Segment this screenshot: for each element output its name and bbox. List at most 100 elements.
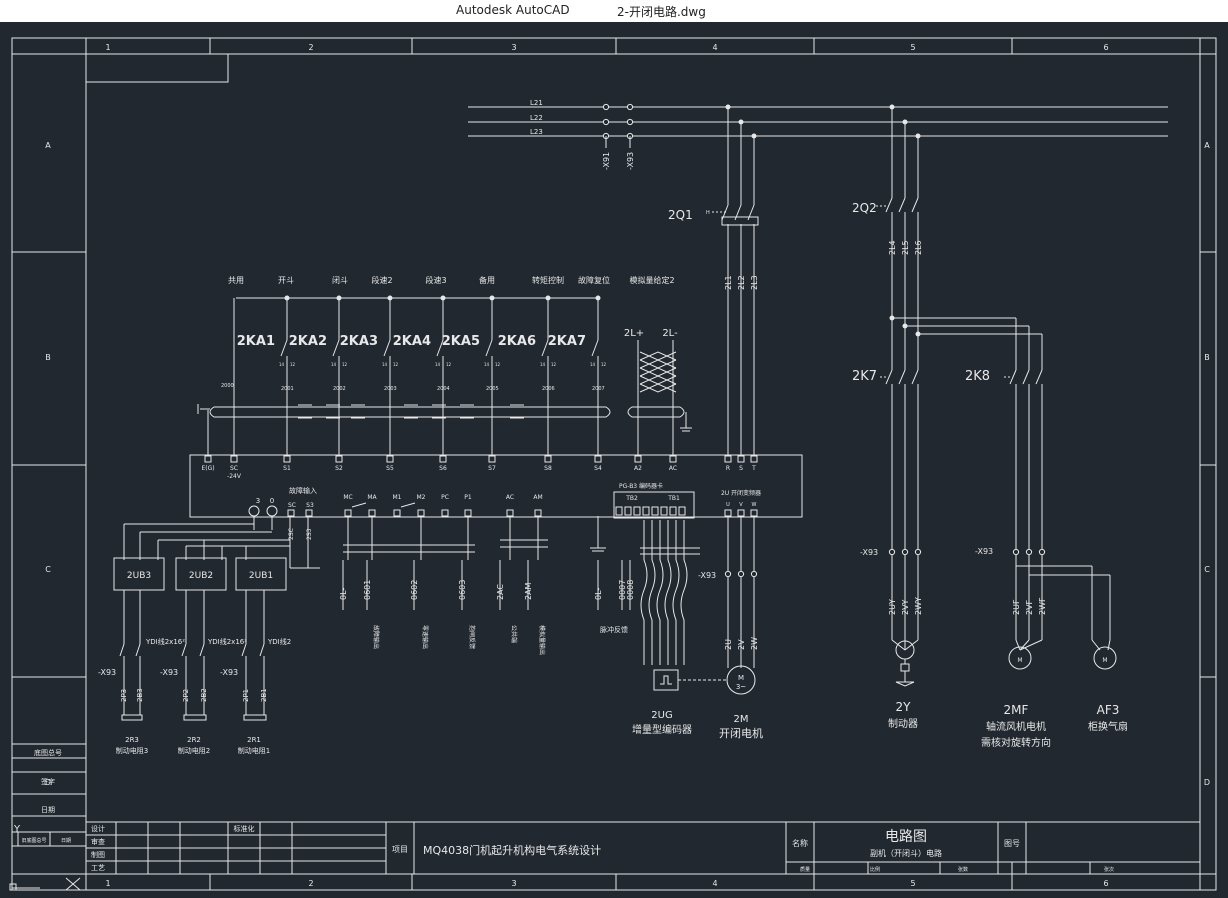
motor-2m-id: 2M: [734, 714, 749, 725]
x93-label: -X93: [975, 547, 993, 556]
inverter-terminal: [750, 455, 758, 463]
inverter-terminal-label: R: [726, 465, 730, 472]
left-info-text: 底图总号: [34, 748, 62, 757]
junction-dot: [915, 331, 921, 337]
resistor-id: 2R1: [247, 736, 261, 744]
column-number: 1: [105, 879, 110, 888]
output-wire-label: 0602: [410, 580, 419, 600]
relay-2KA2: 2KA2: [289, 334, 327, 349]
motor-wire-label: 2U: [724, 639, 733, 650]
lower-terminal-label: AM: [533, 494, 542, 501]
tb-review-label: 审查: [91, 837, 105, 846]
fan-2mf-m: M: [1017, 657, 1022, 664]
drive-label: 2U 开闭变频器: [721, 489, 761, 497]
relay-pin: 14: [382, 362, 388, 367]
pg-terminal: [660, 506, 668, 516]
inverter-terminal-label: A2: [634, 465, 642, 472]
function-label: 段速2: [371, 275, 392, 285]
fan-2mf-note: 需核对旋转方向: [981, 736, 1051, 749]
relay-2KA1: 2KA1: [237, 334, 275, 349]
shield-analog: [627, 406, 685, 418]
inverter-terminal: [204, 455, 212, 463]
analog-ground-mark: [680, 427, 692, 432]
brake-unit-box: [175, 557, 227, 591]
res-wire-label: 2P3: [120, 689, 128, 702]
lower-terminal-label: P1: [464, 494, 472, 501]
q1-contact: [734, 204, 742, 221]
relay-2KA5: 2KA5: [442, 334, 480, 349]
relay-pin: 14: [484, 362, 490, 367]
mf-converge: [1019, 639, 1043, 651]
motor-m: M: [738, 674, 744, 682]
res-wire-label: 2B2: [200, 688, 208, 702]
inverter-terminal: [335, 455, 343, 463]
tb-design-label: 设计: [91, 824, 105, 833]
fan-2mf-name: 轴流风机电机: [986, 720, 1046, 733]
column-number: 4: [712, 879, 717, 888]
relay-pin: 12: [342, 362, 348, 367]
q1-contact: [747, 204, 755, 221]
function-label: 模拟量给定2: [629, 275, 674, 285]
output-wire-label: 0L-: [594, 588, 603, 600]
s3-label: S3: [306, 502, 314, 509]
relay-wire-number: 2000: [221, 383, 234, 389]
tb-bottom-cell: 张数: [958, 866, 968, 873]
y-converge: [904, 639, 919, 651]
x93-ring: [737, 570, 745, 578]
lower-terminal: [368, 509, 376, 517]
encoder-cable: [648, 520, 656, 665]
pg-terminal: [624, 506, 632, 516]
mf-wire-label: 2VF: [1025, 599, 1034, 615]
relay-pin: 14: [279, 362, 285, 367]
contactor-2k7: 2K7: [852, 369, 877, 384]
lower-terminal: [393, 509, 401, 517]
encoder-2ug-symbol: [653, 669, 679, 691]
q1-wire-label: 2L2: [737, 275, 746, 290]
uvw-label: V: [739, 502, 743, 508]
lower-terminal: [417, 509, 425, 517]
junction-dot: [889, 315, 895, 321]
x93-ring: [914, 548, 922, 556]
analog-twist: [639, 367, 677, 377]
inverter-terminal-label: S2: [335, 465, 343, 472]
s3-wire-label: 2S3: [306, 528, 313, 540]
af3-converge: [1091, 639, 1101, 651]
bus-label: L22: [530, 114, 543, 122]
outer-border: [11, 37, 1217, 891]
inverter-terminal: [669, 455, 677, 463]
lower-terminal: [464, 509, 472, 517]
relay-pin: 12: [446, 362, 452, 367]
ucs-x-mark: [65, 877, 81, 891]
resistor-name: 制动电阻3: [116, 746, 148, 755]
analog-2lplus: 2L+: [624, 328, 644, 339]
left-info-text: 日期: [61, 838, 71, 844]
function-label: 备用: [479, 275, 495, 285]
encoder-2ug-id: 2UG: [651, 710, 672, 721]
function-label: 闭斗: [332, 276, 348, 285]
column-number: 6: [1103, 879, 1108, 888]
resistor-name: 制动电阻2: [178, 746, 210, 755]
tb-bottom-cell: 比例: [870, 866, 880, 873]
left-info-text: 旧底图总号: [21, 837, 46, 844]
yd-label: YDI线2x16²: [145, 637, 185, 646]
corner-box: [85, 53, 229, 83]
pot-terminal: [266, 505, 278, 517]
column-number: 2: [308, 43, 313, 52]
inverter-terminal-label: E(G): [201, 465, 214, 472]
brake-unit-2UB2: 2UB2: [189, 571, 213, 581]
lower-terminal: [441, 509, 449, 517]
brake-unit-box: [235, 557, 287, 591]
relay-pin: 12: [393, 362, 399, 367]
lower-terminal-label: MA: [367, 494, 377, 501]
brake-2y-name: 制动器: [888, 717, 918, 730]
q1-mark: H: [706, 210, 710, 216]
relay-pin: 14: [435, 362, 441, 367]
relay-2KA3: 2KA3: [340, 334, 378, 349]
row-letter: B: [1204, 353, 1210, 362]
pg-card-box: [613, 491, 695, 519]
inverter-terminal-label: S7: [488, 465, 496, 472]
breaker-2q1: 2Q1: [668, 208, 693, 222]
pg-terminal: [678, 506, 686, 516]
